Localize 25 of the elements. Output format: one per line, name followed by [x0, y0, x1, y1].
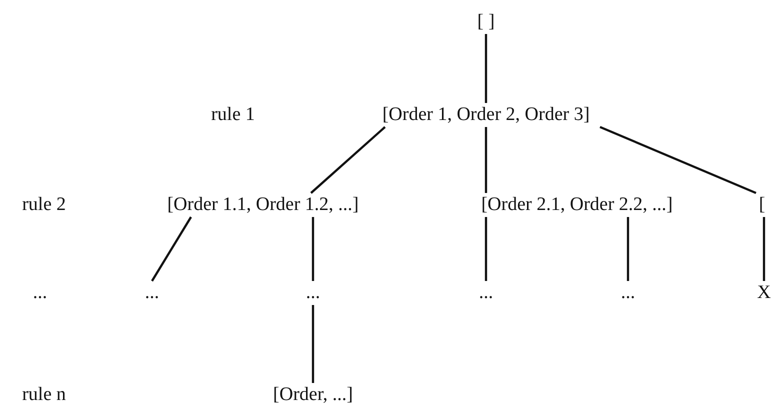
- rule-label: rule 1: [211, 103, 255, 127]
- list-text: [Order 1, Order 2, Order 3]: [380, 103, 592, 127]
- connector-line: [762, 217, 766, 281]
- connector-line: [312, 305, 314, 383]
- list-text: [: [756, 193, 768, 217]
- list-text: ...: [618, 281, 638, 305]
- connector-line: [484, 127, 488, 193]
- rule-label: ...: [32, 281, 48, 305]
- connector-line: [310, 126, 386, 194]
- connector-line: [484, 217, 488, 281]
- list-text: ...: [476, 281, 496, 305]
- connector-line: [312, 217, 314, 281]
- list-text: [Order 2.1, Order 2.2, ...]: [479, 193, 675, 217]
- rule-label: rule 2: [22, 193, 66, 217]
- list-text: ...: [304, 281, 322, 305]
- list-text: ...: [142, 281, 162, 305]
- connector-line: [600, 126, 756, 194]
- rule-label: rule n: [22, 383, 66, 407]
- connector-line: [626, 217, 630, 281]
- list-text: [ ]: [475, 10, 497, 34]
- list-text: X: [755, 281, 772, 305]
- list-text: [Order, ...]: [271, 383, 355, 407]
- connector-line: [151, 216, 192, 282]
- connector-line: [484, 34, 488, 103]
- list-text: [Order 1.1, Order 1.2, ...]: [165, 193, 361, 217]
